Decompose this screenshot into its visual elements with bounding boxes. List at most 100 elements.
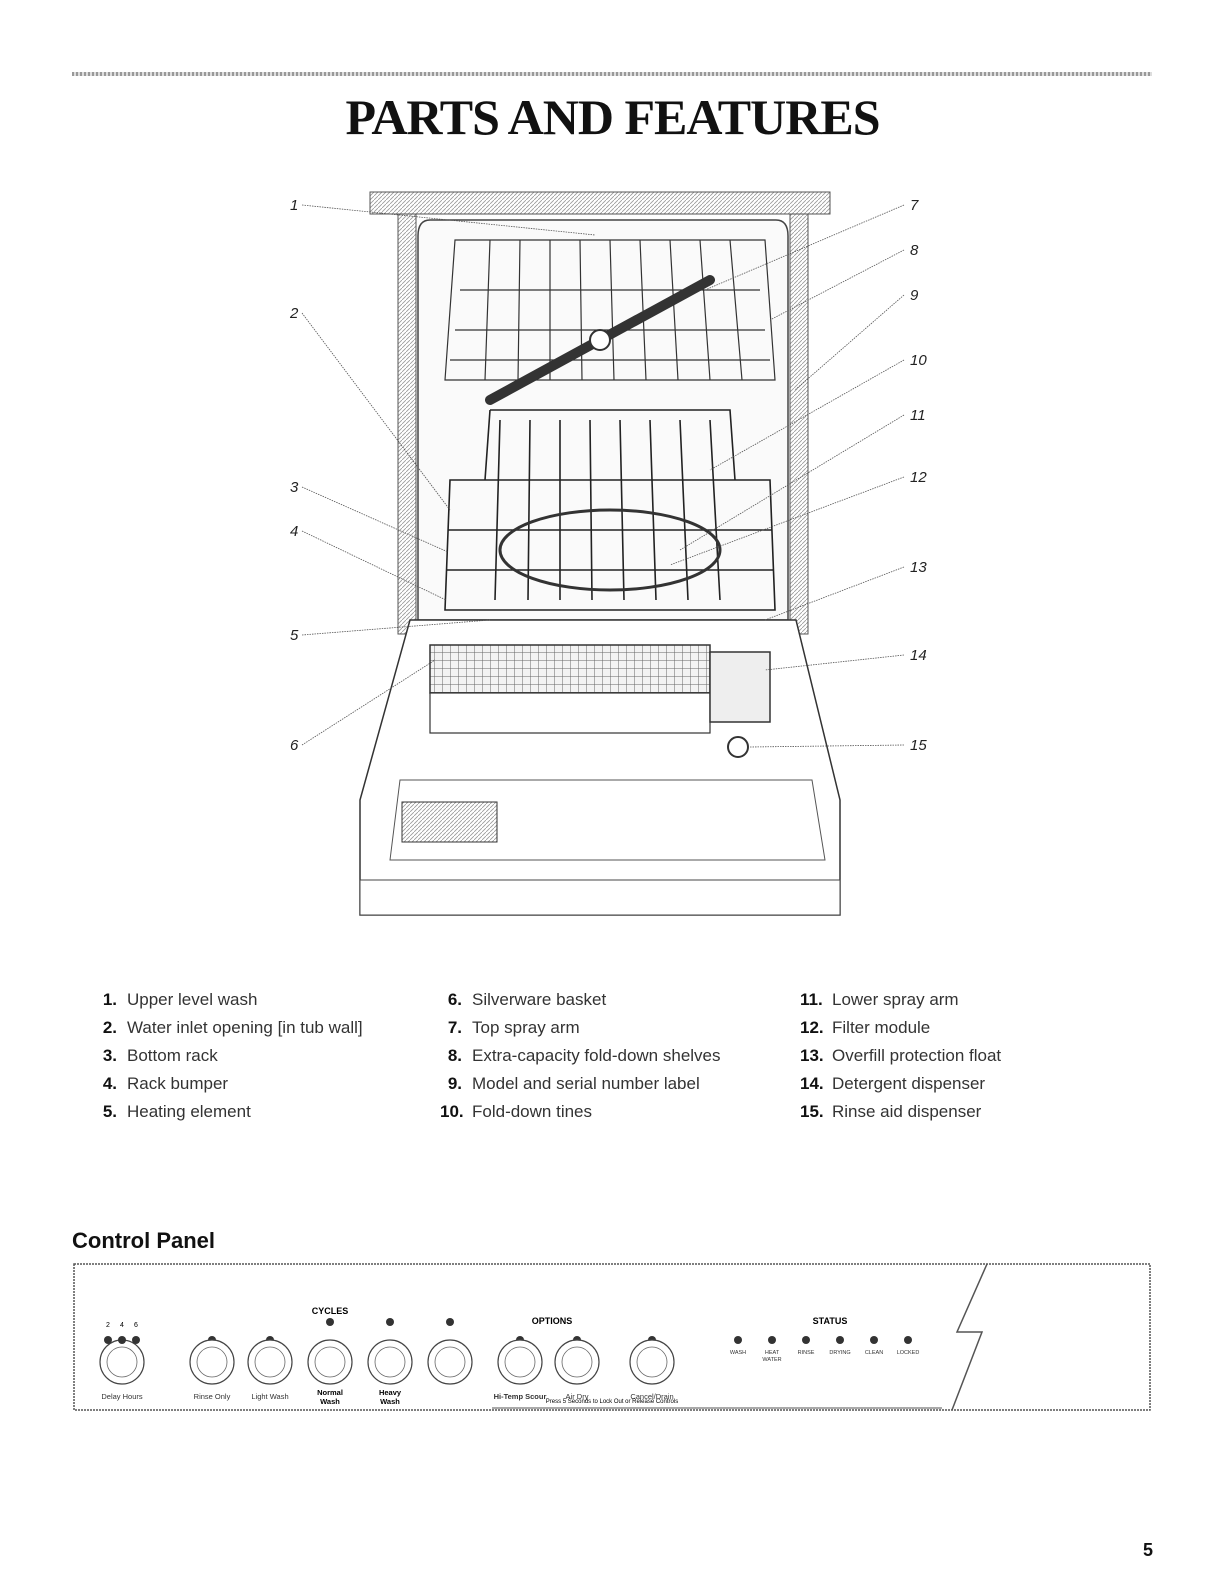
part-number: 13. <box>800 1046 824 1065</box>
part-number: 1. <box>102 990 117 1009</box>
part-number: 12. <box>800 1018 824 1037</box>
panel-break-mark <box>951 1263 988 1411</box>
status-light <box>870 1336 878 1344</box>
button-face[interactable] <box>254 1346 286 1378</box>
status-light <box>768 1336 776 1344</box>
panel-button-rinse-only[interactable]: Rinse Only <box>189 1336 235 1401</box>
callout-label-13: 13 <box>910 559 927 576</box>
button-face[interactable] <box>561 1346 593 1378</box>
part-label: Model and serial number label <box>472 1074 700 1093</box>
callout-label-15: 15 <box>910 737 927 754</box>
status-light <box>734 1336 742 1344</box>
button-face[interactable] <box>106 1346 138 1378</box>
panel-button-air-dry[interactable]: Air Dry <box>554 1336 600 1401</box>
status-light-label: CLEAN <box>865 1350 883 1356</box>
part-number: 14. <box>800 1074 824 1093</box>
control-panel-heading: Control Panel <box>72 1228 216 1253</box>
callout-line-2 <box>301 312 451 511</box>
parts-list-item: 13. Overfill protection float <box>800 1046 1001 1074</box>
panel-button-pots-pans[interactable] <box>427 1318 473 1385</box>
status-label: STATUS <box>813 1316 848 1326</box>
options-label: OPTIONS <box>532 1316 573 1326</box>
parts-list-item: 14. Detergent dispenser <box>800 1074 1001 1102</box>
status-light-label: WATER <box>762 1357 781 1363</box>
part-number: 10. <box>440 1102 464 1121</box>
left-tub-wall <box>397 213 417 635</box>
parts-list-item: 12.Filter module <box>800 1018 1001 1046</box>
page-number: 5 <box>1142 1540 1153 1560</box>
parts-list-item: 3.Bottom rack <box>95 1046 363 1074</box>
door-vent <box>401 801 498 843</box>
panel-button-cancel-drain[interactable]: Cancel/Drain <box>629 1336 675 1401</box>
button-face[interactable] <box>196 1346 228 1378</box>
button-label: Air Dry <box>566 1392 589 1401</box>
callout-line-7 <box>704 204 905 291</box>
status-light <box>802 1336 810 1344</box>
indicator-led <box>446 1318 454 1326</box>
callout-lines <box>301 204 905 748</box>
part-label: Detergent dispenser <box>832 1074 986 1093</box>
callout-line-9 <box>794 294 905 391</box>
top-rule <box>72 72 1152 76</box>
upper-rack <box>444 239 776 381</box>
page-title: PARTS AND FEATURES <box>345 89 880 145</box>
callout-label-9: 9 <box>910 287 919 304</box>
parts-list-item: 4.Rack bumper <box>95 1074 363 1102</box>
button-face[interactable] <box>314 1346 346 1378</box>
delay-led <box>132 1336 140 1344</box>
button-face[interactable] <box>374 1346 406 1378</box>
callout-line-1 <box>301 204 596 236</box>
parts-list-item: 15.Rinse aid dispenser <box>800 1102 1001 1130</box>
delay-led <box>104 1336 112 1344</box>
button-label: Delay Hours <box>101 1392 143 1401</box>
part-label: Silverware basket <box>472 990 607 1009</box>
part-label: Water inlet opening [in tub wall] <box>127 1018 363 1037</box>
callout-line-14 <box>764 654 905 671</box>
detergent-dispenser <box>709 651 771 723</box>
part-number: 7. <box>447 1018 462 1037</box>
parts-list-item: 8.Extra-capacity fold-down shelves <box>440 1046 721 1074</box>
panel-button-hi-temp-scour[interactable]: Hi-Temp Scour <box>494 1336 547 1401</box>
callout-label-14: 14 <box>910 647 927 664</box>
part-label: Bottom rack <box>127 1046 218 1065</box>
panel-button-delay-hours[interactable]: Delay Hours <box>99 1339 145 1401</box>
callout-line-5 <box>301 619 491 636</box>
kick-plate <box>359 879 841 916</box>
part-label: Overfill protection float <box>832 1046 1002 1065</box>
callout-label-10: 10 <box>910 352 927 369</box>
control-panel-frame <box>73 1263 1151 1411</box>
callout-line-11 <box>679 414 905 551</box>
callout-line-12 <box>669 476 905 566</box>
part-label: Top spray arm <box>472 1018 580 1037</box>
part-number: 15. <box>800 1102 824 1121</box>
status-light <box>836 1336 844 1344</box>
parts-list-item: 1.Upper level wash <box>95 990 363 1018</box>
button-face[interactable] <box>504 1346 536 1378</box>
right-tub-wall <box>789 213 809 635</box>
part-number: 4. <box>102 1074 117 1093</box>
indicator-led <box>386 1318 394 1326</box>
callout-line-10 <box>709 359 905 471</box>
silverware-basket <box>429 644 711 694</box>
lower-spray-arm <box>498 508 722 592</box>
button-label: Cancel/Drain <box>630 1392 673 1401</box>
status-light-label: DRYING <box>829 1350 850 1356</box>
button-face[interactable] <box>434 1346 466 1378</box>
part-label: Extra-capacity fold-down shelves <box>472 1046 721 1065</box>
button-face[interactable] <box>636 1346 668 1378</box>
panel-button-light-wash[interactable]: Light Wash <box>247 1336 293 1401</box>
part-label: Heating element <box>127 1102 251 1121</box>
callout-line-6 <box>301 659 436 746</box>
delay-led <box>118 1336 126 1344</box>
part-label: Fold-down tines <box>472 1102 593 1121</box>
parts-list-item: 6.Silverware basket <box>440 990 721 1018</box>
silverware-basket-base <box>429 692 711 734</box>
